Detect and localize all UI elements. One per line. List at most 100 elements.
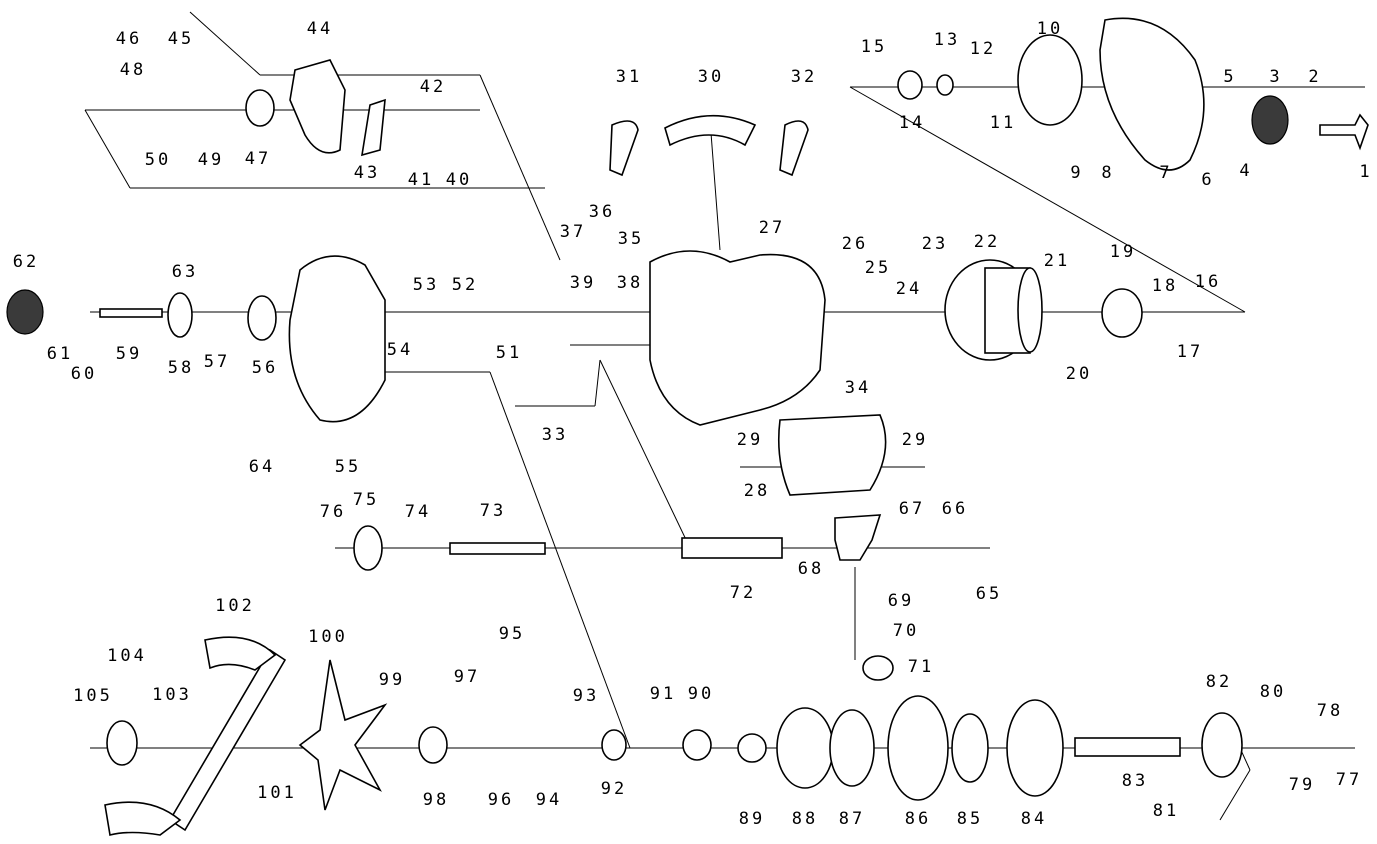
callout-label: 32 [791,67,817,87]
callout-label: 2 [1308,67,1321,87]
handle-arm [168,648,287,832]
callout-label: 55 [335,457,361,477]
callout-label: 81 [1153,801,1179,821]
bearing-90 [682,729,712,761]
callout-label: 20 [1066,364,1092,384]
ring-56 [247,295,277,341]
bearing-58 [167,292,193,338]
callout-label: 76 [320,502,346,522]
handle-knob-lower [104,801,182,836]
callout-label: 94 [536,790,562,810]
callout-label: 58 [168,358,194,378]
callout-label: 72 [730,583,756,603]
callout-label: 93 [573,686,599,706]
clutch-plate-44 [289,59,346,154]
callout-label: 37 [560,222,586,242]
callout-label: 7 [1159,163,1172,183]
callout-label: 34 [845,378,871,398]
callout-label: 100 [308,627,348,647]
callout-label: 40 [446,170,472,190]
callout-label: 85 [957,809,983,829]
brake-dial [1017,34,1083,126]
callout-label: 66 [942,499,968,519]
callout-label: 57 [204,352,230,372]
callout-label: 64 [249,457,275,477]
callout-label: 65 [976,584,1002,604]
callout-label: 11 [990,113,1016,133]
callout-label: 44 [307,19,333,39]
callout-label: 26 [842,234,868,254]
callout-label: 62 [13,252,39,272]
callout-label: 41 [408,170,434,190]
callout-label: 77 [1336,770,1362,790]
callout-label: 98 [423,790,449,810]
spool-flange-right [1017,267,1043,353]
callout-label: 9 [1070,163,1083,183]
callout-label: 97 [454,667,480,687]
shaft-59 [99,308,163,318]
lever-43 [361,98,386,157]
callout-label: 42 [420,77,446,97]
washer-13 [936,74,954,96]
callout-label: 43 [354,163,380,183]
callout-label: 6 [1201,170,1214,190]
callout-label: 33 [542,425,568,445]
callout-label: 75 [353,490,379,510]
callout-label: 90 [688,684,714,704]
callout-label: 15 [861,37,887,57]
callout-label: 53 [413,275,439,295]
callout-label: 79 [1289,775,1315,795]
ratchet-84 [1006,699,1064,797]
gear-82 [1201,712,1243,778]
main-frame [649,250,826,426]
callout-label: 95 [499,624,525,644]
line-guide-68 [834,514,882,561]
callout-label: 8 [1101,163,1114,183]
callout-label: 103 [152,685,192,705]
callout-label: 60 [71,364,97,384]
callout-label: 39 [570,273,596,293]
brake-hub [1101,288,1143,338]
callout-label: 24 [896,279,922,299]
callout-label: 74 [405,502,431,522]
callout-label: 56 [252,358,278,378]
callout-label: 84 [1021,809,1047,829]
worm-shaft-73 [449,542,546,555]
plate-104 [106,720,138,766]
side-plate-cover [1099,17,1205,171]
callout-label: 52 [452,275,478,295]
disc-88 [776,707,834,789]
callout-label: 14 [899,113,925,133]
callout-label: 73 [480,501,506,521]
frame-lever-31 [609,120,639,177]
star-drag-100 [298,659,388,811]
callout-label: 48 [120,60,146,80]
callout-label: 78 [1317,701,1343,721]
callout-label: 88 [792,809,818,829]
callout-label: 59 [116,344,142,364]
callout-label: 45 [168,29,194,49]
callout-label: 18 [1152,276,1178,296]
callout-label: 35 [618,229,644,249]
gear-75 [353,525,383,571]
callout-label: 101 [257,783,297,803]
callout-label: 47 [245,149,271,169]
callout-label: 87 [839,809,865,829]
callout-label: 38 [617,273,643,293]
callout-label: 19 [1110,242,1136,262]
callout-label: 80 [1260,682,1286,702]
nut-98 [418,726,448,764]
part-shapes [6,17,1369,836]
callout-label: 49 [198,150,224,170]
callout-label: 16 [1195,272,1221,292]
callout-label: 71 [908,657,934,677]
callout-label: 10 [1037,19,1063,39]
callout-label: 5 [1223,67,1236,87]
callout-label: 31 [616,67,642,87]
callout-label: 36 [589,202,615,222]
left-side-plate [288,255,386,423]
handle-knob-upper [204,636,277,671]
callout-label: 67 [899,499,925,519]
callout-labels: 1 2 3 4 5 6 7 8 9 10 11 12 13 14 15 16 1… [13,19,1370,829]
